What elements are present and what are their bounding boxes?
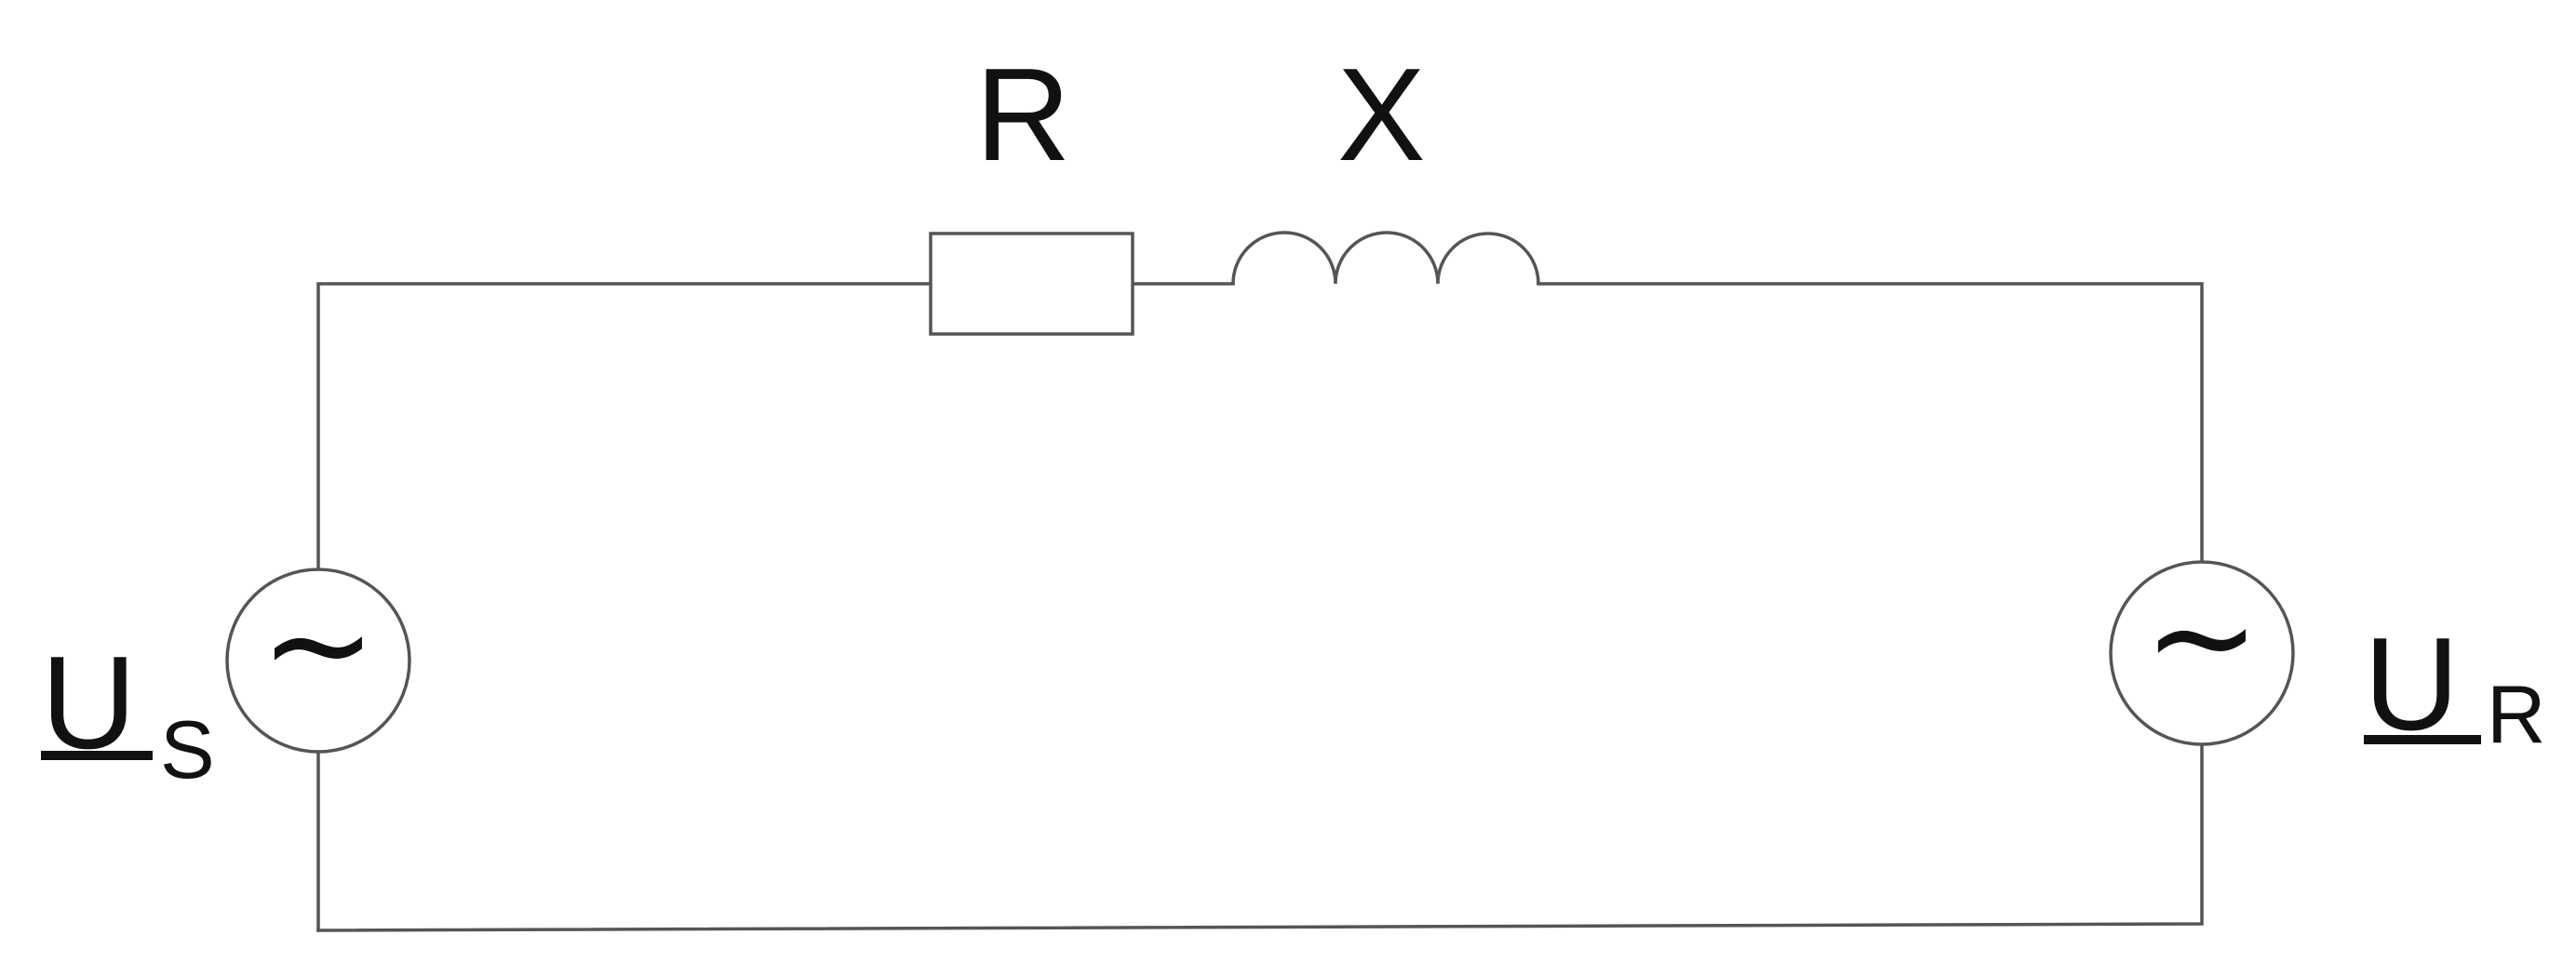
sending-voltage-subscript: S (160, 703, 215, 795)
resistor-label: R (975, 41, 1071, 189)
wire-bottom (316, 742, 2204, 932)
resistor (929, 232, 1134, 336)
receiving-voltage-symbol: U (2364, 610, 2460, 758)
wire-top-right (1536, 282, 2204, 564)
receiving-source-tilde-icon: ~ (2143, 556, 2261, 718)
reactance-label: X (1337, 41, 1426, 189)
wire-top-left (316, 282, 932, 571)
receiving-voltage-subscript: R (2487, 668, 2546, 760)
inductor-coil (1231, 231, 1540, 285)
sending-source-tilde-icon: ~ (260, 564, 377, 726)
receiving-source (2109, 560, 2295, 746)
wires (316, 282, 2204, 932)
sending-source (225, 568, 411, 754)
